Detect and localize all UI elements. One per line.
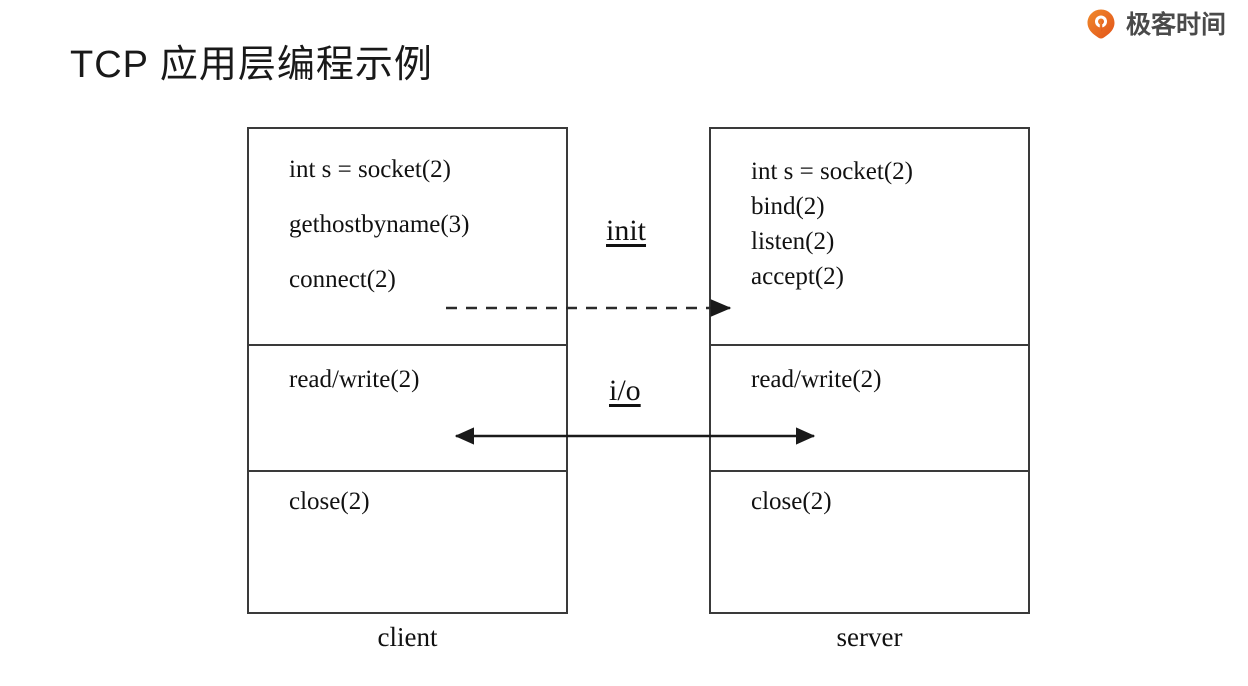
- brand-name: 极客时间: [1125, 9, 1226, 39]
- server-line-close: close(2): [751, 488, 832, 515]
- server-line-accept: accept(2): [751, 263, 844, 290]
- client-line-readwrite: read/write(2): [289, 366, 420, 393]
- client-line-socket: int s = socket(2): [289, 156, 451, 183]
- client-divider-init-io: [249, 344, 566, 346]
- client-line-close: close(2): [289, 488, 370, 515]
- channel-label-io: i/o: [609, 374, 641, 407]
- page-title: TCP 应用层编程示例: [70, 44, 433, 86]
- brand-logo: 极客时间: [1085, 8, 1226, 40]
- client-init-section: int s = socket(2) gethostbyname(3) conne…: [289, 157, 606, 292]
- server-line-readwrite: read/write(2): [751, 366, 882, 393]
- server-column: int s = socket(2) bind(2) listen(2) acce…: [709, 127, 1030, 614]
- caption-server: server: [836, 622, 903, 652]
- client-io-section: read/write(2): [289, 367, 606, 392]
- server-line-bind: bind(2): [751, 193, 825, 220]
- channel-label-init: init: [606, 214, 647, 247]
- client-column: int s = socket(2) gethostbyname(3) conne…: [247, 127, 568, 614]
- client-line-gethostbyname: gethostbyname(3): [289, 211, 470, 238]
- server-close-section: close(2): [751, 489, 1068, 514]
- server-divider-io-close: [711, 470, 1028, 472]
- client-line-connect: connect(2): [289, 266, 396, 293]
- server-init-section: int s = socket(2) bind(2) listen(2) acce…: [751, 159, 1068, 289]
- geektime-circle-logo-icon: [1087, 9, 1115, 39]
- client-close-section: close(2): [289, 489, 606, 514]
- server-io-section: read/write(2): [751, 367, 1068, 392]
- client-divider-io-close: [249, 470, 566, 472]
- server-line-socket: int s = socket(2): [751, 158, 913, 185]
- server-divider-init-io: [711, 344, 1028, 346]
- caption-client: client: [377, 622, 438, 652]
- server-line-listen: listen(2): [751, 228, 835, 255]
